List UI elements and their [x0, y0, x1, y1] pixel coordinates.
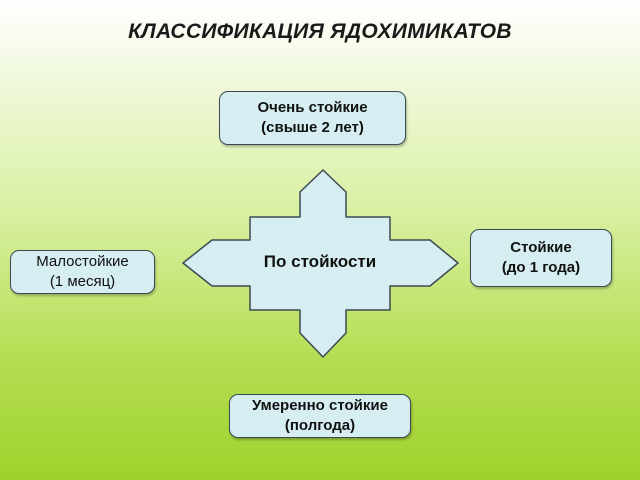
- center-label: По стойкости: [263, 252, 377, 271]
- node-very-persistent-line2: (свыше 2 лет): [261, 119, 364, 136]
- node-low-persistent: Малостойкие (1 месяц): [10, 250, 155, 294]
- node-moderately-persistent-line1: Умеренно стойкие: [252, 397, 388, 414]
- node-moderately-persistent-line2: (полгода): [284, 417, 356, 434]
- diagram-title: КЛАССИФИКАЦИЯ ЯДОХИМИКАТОВ: [128, 20, 512, 43]
- node-persistent-line1: Стойкие: [510, 239, 572, 256]
- node-persistent-line2: (до 1 года): [501, 259, 581, 276]
- node-very-persistent: Очень стойкие (свыше 2 лет): [219, 91, 406, 145]
- cross-arrow-shape: [182, 169, 459, 358]
- node-persistent: Стойкие (до 1 года): [470, 229, 612, 287]
- node-low-persistent-line1: Малостойкие: [36, 253, 129, 270]
- node-low-persistent-line2: (1 месяц): [49, 273, 116, 290]
- node-very-persistent-line1: Очень стойкие: [257, 99, 368, 116]
- node-moderately-persistent: Умеренно стойкие (полгода): [229, 394, 411, 438]
